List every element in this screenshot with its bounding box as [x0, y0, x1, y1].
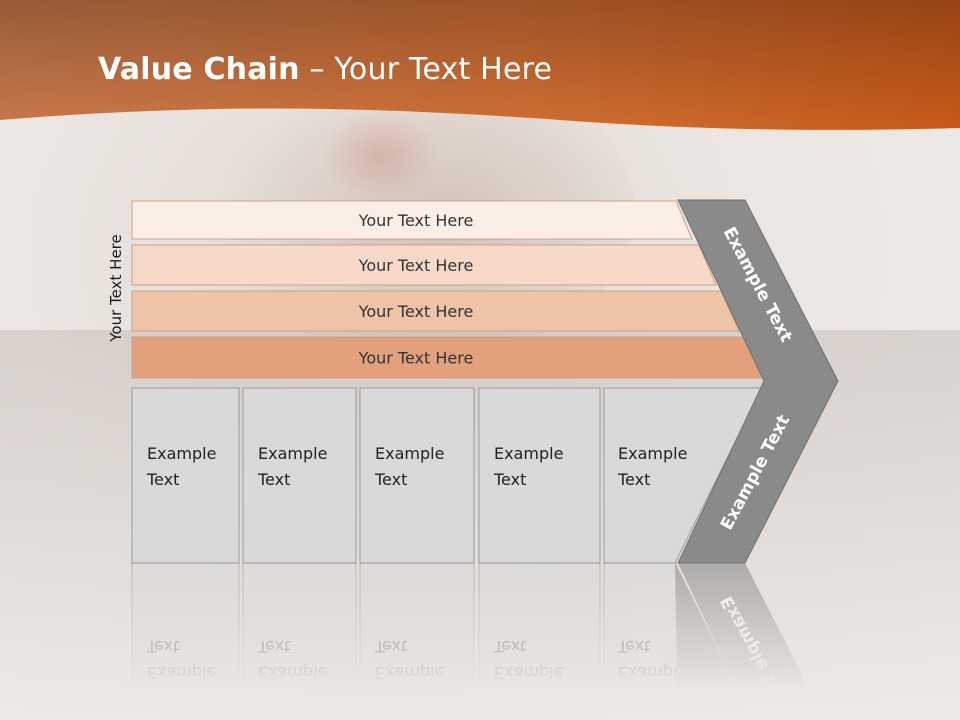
- band-1: Your Text Here: [131, 200, 693, 240]
- band-shape: [131, 244, 717, 286]
- background-photo-hand: [320, 110, 440, 200]
- reflection-column-3: Example Text: [359, 562, 475, 720]
- band-label: Your Text Here: [358, 302, 474, 321]
- reflection-text-line2: Text: [493, 637, 526, 656]
- band-label: Your Text Here: [358, 211, 474, 230]
- band-4: Your Text Here: [131, 336, 764, 379]
- column-text-line1: Example: [494, 444, 563, 463]
- header-band: [0, 0, 960, 130]
- reflection-text-line1: Example: [375, 663, 444, 682]
- column-text-line1: Example: [618, 444, 687, 463]
- column-text-line2: Text: [146, 470, 179, 489]
- reflection-text-line1: Example: [494, 663, 563, 682]
- reflection-chevron: Example Text: [675, 563, 826, 720]
- reflection: ExampleTextExampleTextExampleTextExample…: [131, 562, 826, 720]
- column-shape: [359, 387, 475, 564]
- column-text-line2: Text: [374, 470, 407, 489]
- reflection-column-4: Example Text: [478, 562, 601, 720]
- column-text-line2: Text: [617, 470, 650, 489]
- column-text-line2: Text: [493, 470, 526, 489]
- column-text-line1: Example: [375, 444, 444, 463]
- reflection-text-line2: Text: [146, 637, 179, 656]
- column-text-line2: Text: [257, 470, 290, 489]
- reflection-column-shape: [359, 562, 475, 720]
- reflection-text-line1: Example: [618, 663, 687, 682]
- reflection-text-line1: Example: [147, 663, 216, 682]
- column-shape: [242, 387, 357, 564]
- reflection-chevron-shape: [675, 563, 826, 720]
- reflection-column-shape: [131, 562, 240, 720]
- title-bold: Value Chain: [98, 52, 300, 87]
- band-label: Your Text Here: [358, 256, 474, 275]
- reflection-column-1: Example Text: [131, 562, 240, 720]
- reflection-text-line2: Text: [257, 637, 290, 656]
- reflection-text-line2: Text: [617, 637, 650, 656]
- reflection-column-shape: [478, 562, 601, 720]
- title-rest: – Your Text Here: [299, 52, 553, 87]
- slide-title: Value Chain – Your Text Here: [98, 52, 552, 87]
- reflection-column-shape: [242, 562, 357, 720]
- column-text-line1: Example: [147, 444, 216, 463]
- reflection-text-line2: Text: [374, 637, 407, 656]
- band-label: Your Text Here: [358, 349, 474, 368]
- column-shape: [131, 387, 240, 564]
- reflection-column-2: Example Text: [242, 562, 357, 720]
- band-2: Your Text Here: [131, 244, 717, 286]
- band-shape: [131, 290, 740, 332]
- reflection-text-line1: Example: [258, 663, 327, 682]
- column-text-line1: Example: [258, 444, 327, 463]
- column-shape: [478, 387, 601, 564]
- band-shape: [131, 200, 693, 240]
- band-3: Your Text Here: [131, 290, 740, 332]
